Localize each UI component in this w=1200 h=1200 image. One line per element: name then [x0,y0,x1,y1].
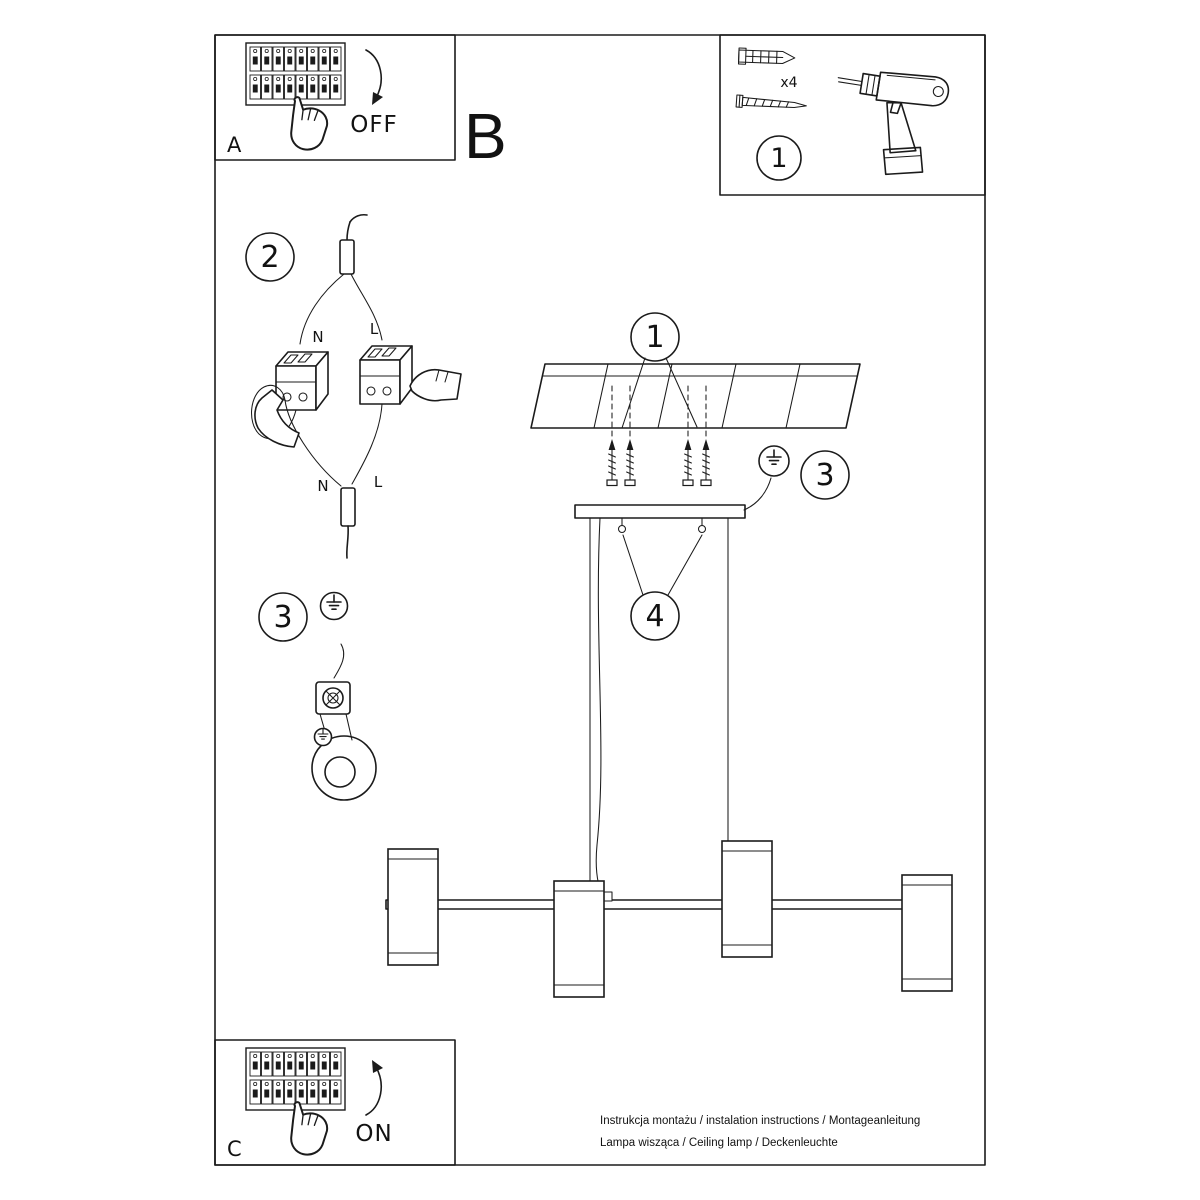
label-l-bottom: L [374,473,383,491]
footer: Instrukcja montażu / instalation instruc… [600,1115,920,1149]
label-n-bottom: N [317,477,328,495]
power-cord [595,517,609,905]
terminal-block-left [275,351,329,411]
step-2-badge: 2 [245,232,295,282]
step-1-assembly-badge: 1 [621,312,698,429]
ground-step-detail: 3 [258,591,377,801]
canopy-earth [743,445,790,511]
step-1-badge: 1 [756,135,802,181]
ground-terminal-illustration [311,643,377,801]
page-border [214,34,986,1166]
mounting-screws [606,385,712,487]
ceiling-assembly: 1 3 [385,312,953,998]
lamp-shade-1 [387,848,439,966]
off-label: OFF [350,112,398,138]
on-arrow-icon [365,1060,383,1116]
section-b-label: B [464,100,507,172]
step-1-assembly-number: 1 [645,320,664,355]
lamp-shade-3 [721,840,773,958]
wiring-step: 2 N L N L [245,213,462,559]
step-4-badge: 4 [622,534,703,641]
lamp-cable [251,384,383,559]
anchor-count-label: x4 [780,75,797,91]
label-l-top: L [370,320,379,338]
off-arrow-icon [365,49,383,105]
label-n-top: N [312,328,323,346]
wall-plug-icon [737,47,796,65]
drill-icon [837,71,950,176]
terminal-block-right [359,345,413,405]
tools-box-frame [719,34,986,196]
tools-box: x4 1 [719,34,986,196]
breaker-panel-icon-c [246,1048,345,1110]
hand-right-illustration [409,368,462,402]
supply-cable [299,213,383,345]
lamp-shade-4 [901,874,953,992]
panel-c-breaker-on: ON C [214,1039,456,1166]
panel-a-frame [214,34,456,161]
screw-icon [735,94,807,109]
step-3-assembly-badge: 3 [800,450,850,500]
breaker-panel-icon [246,43,345,105]
step-3-badge: 3 [258,592,308,642]
suspension-wires [589,517,729,905]
step-3-assembly-number: 3 [815,458,834,493]
lamp-shade-2 [553,880,605,998]
footer-line-1: Instrukcja montażu / instalation instruc… [600,1115,920,1127]
step-4-number: 4 [645,599,664,634]
panel-c-frame [214,1039,456,1166]
ceiling-illustration [530,363,861,429]
lamp-bar [385,899,949,910]
step-3-number: 3 [273,600,292,635]
lamp-illustration [385,840,953,998]
step-1-number: 1 [770,143,787,174]
footer-line-2: Lampa wisząca / Ceiling lamp / Deckenleu… [600,1137,838,1149]
hand-left-illustration [254,389,300,448]
panel-a-label: A [227,133,242,157]
panel-c-label: C [227,1137,242,1161]
canopy-bracket [574,504,746,534]
earth-symbol-icon [319,591,349,621]
step-2-number: 2 [260,240,279,275]
on-label: ON [355,1121,392,1147]
panel-a-breaker-off: OFF A [214,34,456,161]
